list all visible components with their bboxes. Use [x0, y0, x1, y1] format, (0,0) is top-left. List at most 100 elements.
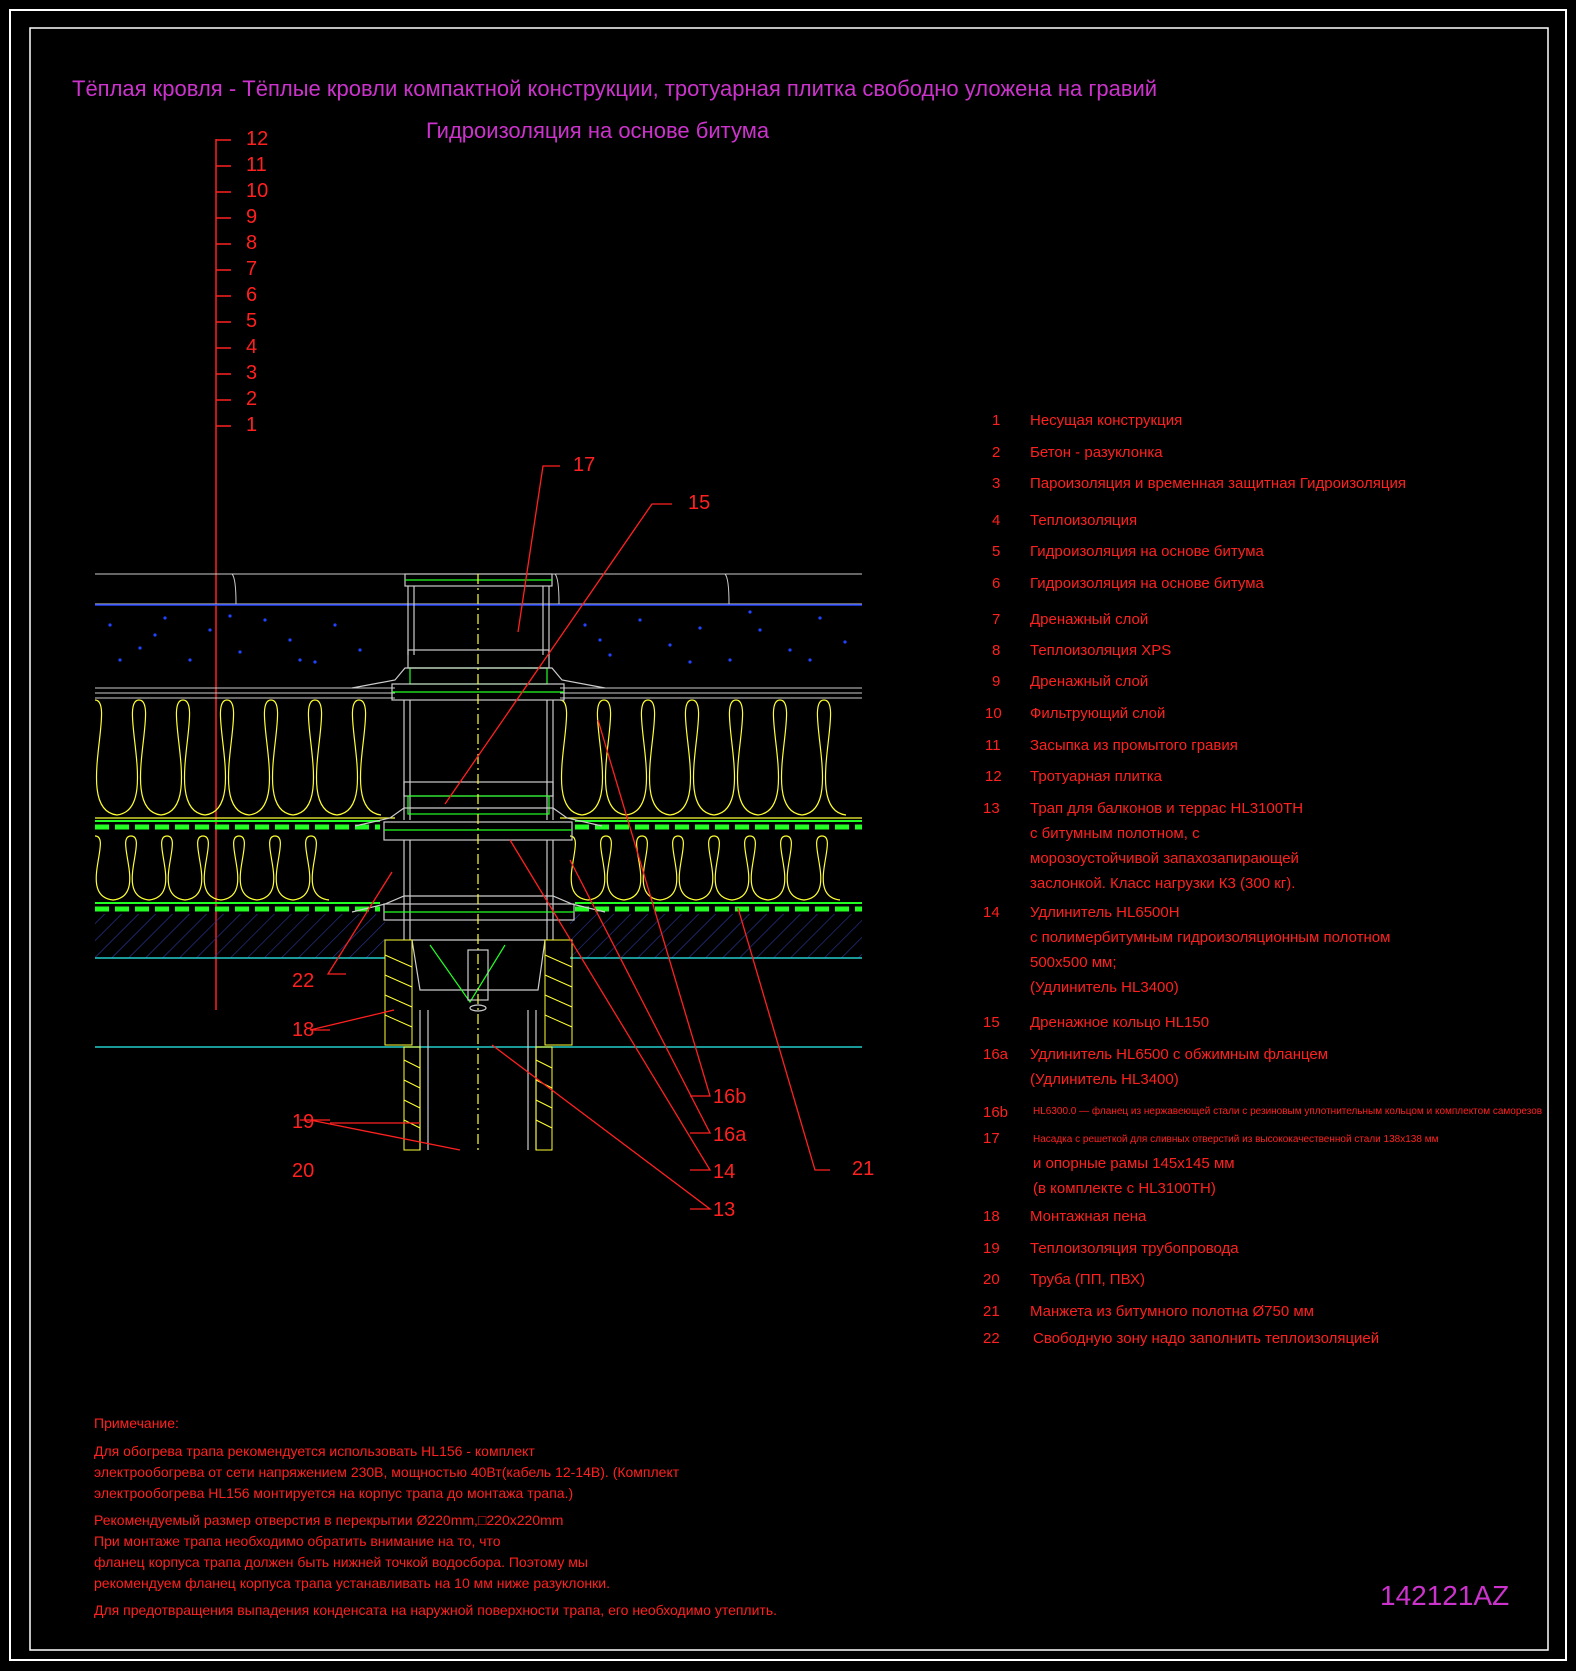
title-line-1: Тёплая кровля - Тёплые кровли компактной… — [72, 76, 1158, 101]
legend-num: 15 — [983, 1014, 1000, 1031]
legend-text: Теплоизоляция — [1030, 512, 1138, 529]
legend-text: Теплоизоляция XPS — [1030, 642, 1172, 659]
legend-num: 6 — [992, 575, 1001, 592]
concrete-slope — [95, 914, 385, 958]
legend-text: и опорные рамы 145x145 мм — [1033, 1155, 1235, 1172]
legend-num: 13 — [983, 800, 1000, 817]
legend-text: 500x500 мм; — [1030, 954, 1117, 971]
legend-text: Дренажный слой — [1030, 611, 1149, 628]
legend-num: 1 — [992, 412, 1001, 429]
legend-num: 7 — [992, 611, 1001, 628]
callout-21: 21 — [852, 1158, 875, 1180]
legend-text: HL6300.0 — фланец из нержавеющей стали с… — [1033, 1106, 1543, 1117]
legend-num: 19 — [983, 1240, 1000, 1257]
callout-17: 17 — [573, 454, 596, 476]
scale-number: 3 — [246, 362, 258, 384]
title-line-2: Гидроизоляция на основе битума — [426, 118, 770, 143]
legend-num: 20 — [983, 1271, 1000, 1288]
legend-num: 14 — [983, 904, 1000, 921]
legend-text: Дренажное кольцо HL150 — [1030, 1014, 1210, 1031]
legend-text: Дренажный слой — [1030, 673, 1149, 690]
legend-num: 21 — [983, 1303, 1000, 1320]
legend-num: 16b — [983, 1104, 1009, 1121]
scale-number: 8 — [246, 232, 258, 254]
callout-13: 13 — [713, 1199, 736, 1221]
legend-text: Насадка с решеткой для сливных отверстий… — [1033, 1134, 1439, 1145]
scale-number: 7 — [246, 258, 258, 280]
scale-number: 6 — [246, 284, 258, 306]
legend-num: 16a — [983, 1046, 1009, 1063]
legend-text: с полимербитумным гидроизоляционным поло… — [1030, 929, 1391, 946]
legend-num: 4 — [992, 512, 1001, 529]
inner-frame — [29, 27, 1549, 1651]
legend-text: с битумным полотном, с — [1030, 825, 1200, 842]
scale-number: 4 — [246, 336, 258, 358]
notes-heading: Примечание: — [94, 1415, 179, 1431]
legend-text: Пароизоляция и временная защитная Гидрои… — [1030, 475, 1406, 492]
callout-14: 14 — [713, 1161, 736, 1183]
scale-number: 10 — [246, 180, 269, 202]
legend-num: 3 — [992, 475, 1001, 492]
scale-number: 11 — [246, 154, 267, 176]
legend-num: 5 — [992, 543, 1001, 560]
note-line: Рекомендуемый размер отверстия в перекры… — [94, 1512, 564, 1528]
scale-number: 1 — [246, 414, 258, 436]
note-line: фланец корпуса трапа должен быть нижней … — [94, 1554, 588, 1570]
xps-insulation — [95, 699, 862, 819]
legend-text: Теплоизоляция трубопровода — [1030, 1240, 1239, 1257]
note-line: электрообогрева HL156 монтируется на кор… — [94, 1485, 574, 1501]
legend-text: Труба (ПП, ПВХ) — [1030, 1271, 1145, 1288]
legend-num: 9 — [992, 673, 1001, 690]
callout-20: 20 — [292, 1160, 315, 1182]
legend-text: Удлинитель HL6500H — [1030, 904, 1180, 921]
note-line: электрообогрева от сети напряжением 230В… — [94, 1464, 680, 1480]
mounting-foam — [384, 939, 573, 1046]
scale-number: 9 — [246, 206, 258, 228]
scale-number: 12 — [246, 128, 269, 150]
note-line: Для обогрева трапа рекомендуется использ… — [94, 1443, 535, 1459]
scale-number: 2 — [246, 388, 258, 410]
scale-number: 5 — [246, 310, 258, 332]
callout-19: 19 — [292, 1111, 315, 1133]
note-line: Для предотвращения выпадения конденсата … — [94, 1602, 778, 1618]
callout-18: 18 — [292, 1019, 315, 1041]
legend-text: заслонкой. Класс нагрузки К3 (300 кг). — [1030, 875, 1296, 892]
gravel-layer — [108, 610, 847, 664]
legend-text: Трап для балконов и террас HL3100TH — [1030, 800, 1304, 817]
legend-text: Манжета из битумного полотна Ø750 мм — [1030, 1303, 1314, 1320]
upper-waterproofing — [95, 820, 862, 830]
drain-body — [351, 573, 606, 1150]
legend-text: Несущая конструкция — [1030, 412, 1183, 429]
legend-text: Тротуарная плитка — [1030, 768, 1163, 785]
callout-15: 15 — [688, 492, 711, 514]
legend-text: (в комплекте с HL3100TH) — [1033, 1180, 1216, 1197]
legend-num: 18 — [983, 1208, 1000, 1225]
vapor-barrier — [95, 902, 862, 912]
legend-text: Бетон - разуклонка — [1030, 444, 1163, 461]
legend-num: 2 — [992, 444, 1001, 461]
legend-text: (Удлинитель HL3400) — [1030, 979, 1179, 996]
note-line: рекомендуем фланец корпуса трапа устанав… — [94, 1575, 610, 1591]
legend-text: Удлинитель HL6500 с обжимным фланцем — [1030, 1046, 1329, 1063]
note-line: При монтаже трапа необходимо обратить вн… — [94, 1533, 501, 1549]
legend-num: 11 — [985, 737, 1001, 754]
legend-num: 10 — [985, 705, 1002, 722]
legend-text: Монтажная пена — [1030, 1208, 1147, 1225]
legend-num: 17 — [983, 1130, 1000, 1147]
concrete-slope-right — [570, 914, 862, 958]
filter-layers — [95, 687, 862, 699]
legend-text: Фильтрующий слой — [1030, 705, 1166, 722]
legend-num: 8 — [992, 642, 1001, 659]
legend-text: Гидроизоляция на основе битума — [1030, 575, 1264, 592]
legend-num: 22 — [983, 1330, 1000, 1347]
legend-text: Засыпка из промытого гравия — [1030, 737, 1238, 754]
callout-16b: 16b — [713, 1086, 747, 1108]
callout-22: 22 — [292, 970, 315, 992]
legend-num: 12 — [985, 768, 1002, 785]
legend-text: Гидроизоляция на основе битума — [1030, 543, 1264, 560]
thermal-insulation — [94, 835, 841, 901]
legend-text: морозоустойчивой запахозапирающей — [1030, 850, 1299, 867]
leader-lines — [300, 465, 830, 1210]
drawing-code: 142121AZ — [1380, 1580, 1510, 1611]
